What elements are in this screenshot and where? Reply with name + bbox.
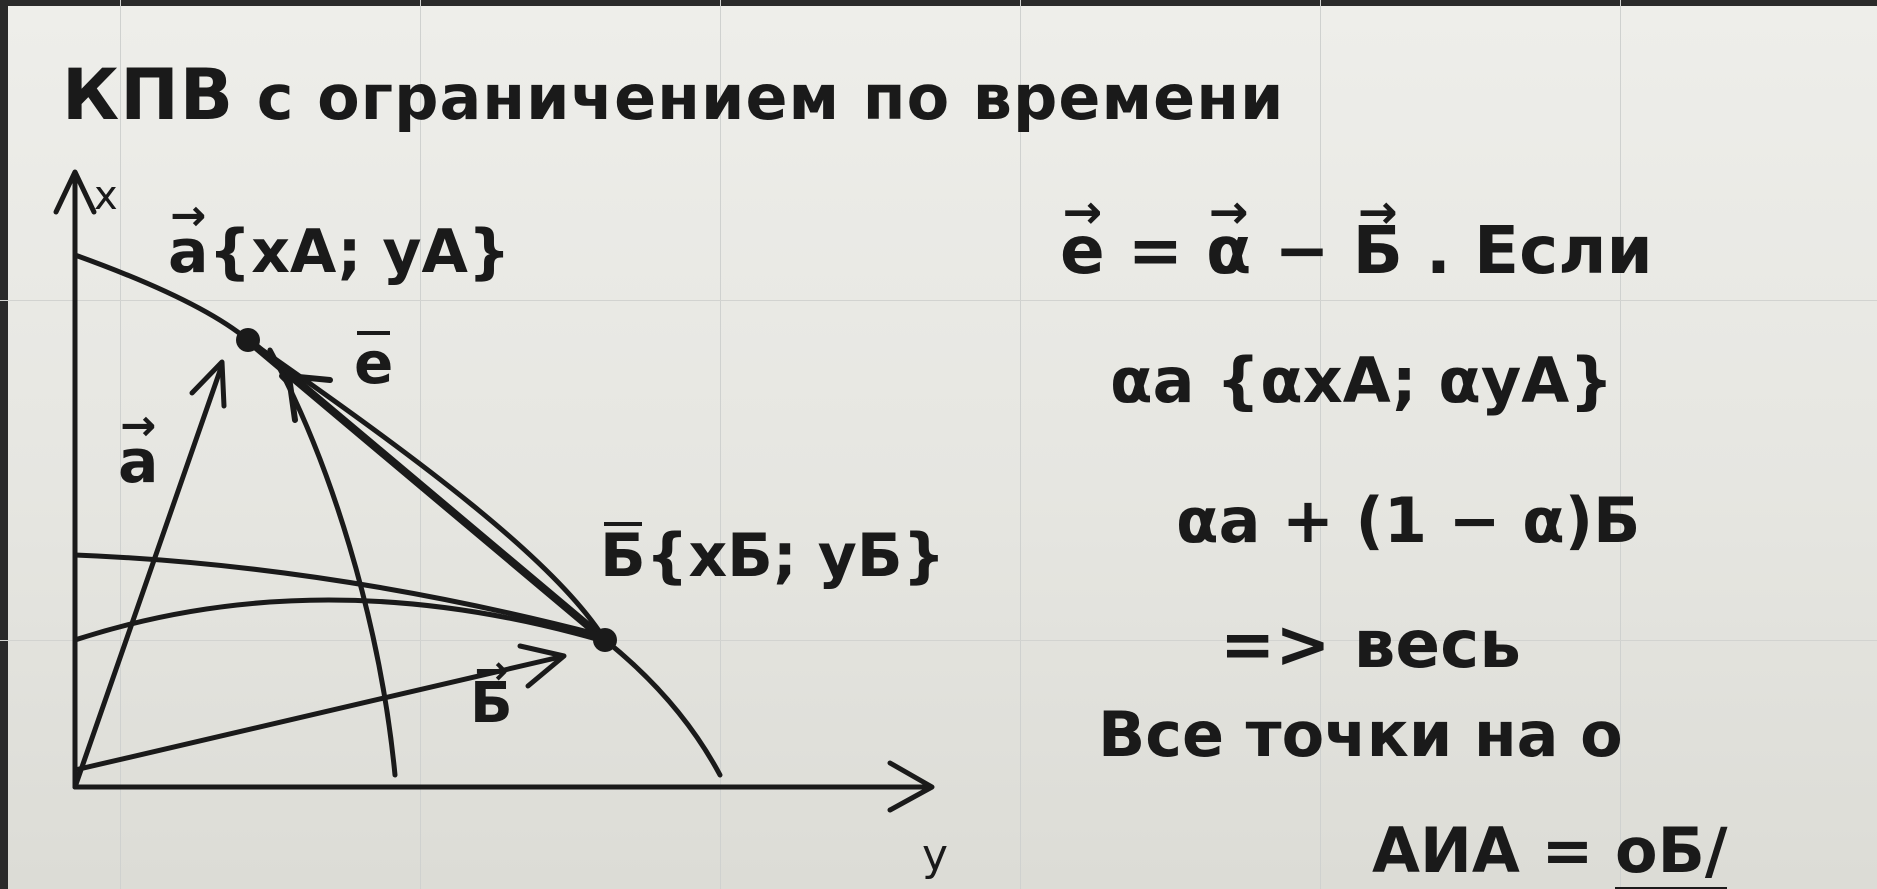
point-a-name: a (168, 222, 209, 282)
y-axis-arrowhead (887, 760, 935, 813)
note-line-5: Все точки на о (1098, 698, 1623, 771)
point-a-coords: {xA; yA} (208, 217, 511, 287)
vector-b-name: Б (470, 676, 513, 732)
note-line-3: αa + (1 − α)Б (1176, 484, 1641, 557)
title-abbr: КПВ (62, 54, 235, 136)
point-b-label: Б{xБ; yБ} (600, 521, 945, 591)
vector-b-label: Б (470, 676, 513, 732)
y-axis-label: y (922, 830, 949, 881)
x-axis-arrowhead (53, 169, 97, 215)
note-line-1-mid: = (1104, 212, 1207, 289)
note-line-1-tail: . Если (1402, 212, 1653, 289)
vector-a-line (72, 362, 225, 790)
page-title: КПВ с ограничением по времени (62, 60, 1284, 130)
grid-line (720, 0, 721, 889)
segment-a-b (244, 336, 609, 644)
note-b-vec: Б (1353, 218, 1403, 284)
grid-line (420, 0, 421, 889)
x-axis-label: x (94, 173, 118, 219)
page-left-edge (0, 0, 8, 889)
page-top-edge (0, 0, 1877, 6)
grid-line (0, 640, 1877, 641)
point-a-label: a{xA; yA} (168, 222, 511, 282)
note-line-6: АИА = oБ/ (1372, 814, 1728, 889)
point-b (593, 628, 617, 652)
vector-e-label: e (354, 329, 394, 397)
grid-line (1620, 0, 1621, 889)
note-line-6-rhs: oБ/ (1614, 814, 1728, 889)
grid-line (1320, 0, 1321, 889)
note-line-2: αa {αxA; αyA} (1110, 344, 1614, 417)
point-a (236, 328, 260, 352)
vector-b-arrowhead (517, 643, 567, 689)
frontier-curve (72, 252, 723, 778)
vector-a-label: a (118, 432, 159, 492)
note-line-4: => весь (1220, 606, 1521, 683)
crossing-curve (267, 347, 398, 778)
vector-e-name: e (354, 329, 394, 397)
note-alpha-vec: α (1206, 218, 1251, 284)
title-rest: с ограничением по времени (256, 61, 1285, 134)
grid-line (0, 300, 1877, 301)
note-minus: − (1251, 212, 1353, 289)
vector-a-arrowhead (189, 359, 227, 409)
indifference-line (72, 597, 603, 643)
grid-line (1020, 0, 1021, 889)
note-line-1: e = α − Б . Если (1060, 218, 1653, 284)
indifference-line (72, 552, 603, 638)
note-line-6-lhs: АИА = (1372, 814, 1615, 887)
note-e: e (1060, 218, 1105, 284)
point-b-name: Б (600, 521, 646, 591)
vector-a-name: a (118, 432, 159, 492)
point-b-coords: {xБ; yБ} (645, 521, 946, 591)
